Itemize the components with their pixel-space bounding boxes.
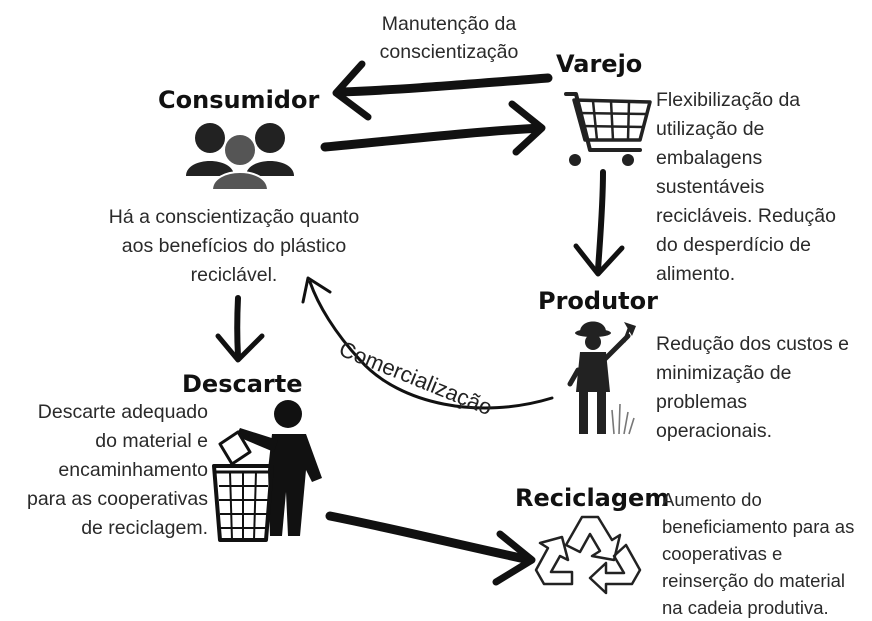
description-line: do desperdício de xyxy=(656,234,812,256)
arrow-varejo-to-produtor xyxy=(573,169,625,277)
description-line: problemas xyxy=(656,391,748,413)
description-line: Descarte adequado xyxy=(37,401,208,423)
arrow-consumidor-to-varejo xyxy=(320,100,546,156)
description-line: reinserção do material xyxy=(662,570,846,591)
descarte-description: Descarte adequado do material e encaminh… xyxy=(4,398,208,543)
consumidor-description: Há a conscientização quanto aos benefíci… xyxy=(84,203,384,290)
description-line: na cadeia produtiva. xyxy=(662,597,829,618)
description-line: sustentáveis xyxy=(656,176,765,198)
descarte-title: Descarte xyxy=(182,370,303,398)
edge-label-line: conscientização xyxy=(379,41,519,63)
people-icon xyxy=(186,123,294,191)
description-line: beneficiamento para as xyxy=(662,516,855,537)
farmer-icon xyxy=(567,321,636,435)
description-line: do material e xyxy=(95,430,208,452)
description-line: Flexibilização da xyxy=(656,89,801,111)
description-line: encaminhamento xyxy=(58,459,208,481)
arrow-descarte-to-reciclagem xyxy=(325,511,536,586)
description-line: de reciclagem. xyxy=(81,517,208,539)
description-line: minimização de xyxy=(656,362,792,384)
description-line: aos benefícios do plástico xyxy=(121,235,347,257)
description-line: para as cooperativas xyxy=(26,488,208,510)
recycle-icon xyxy=(534,515,642,595)
description-line: Redução dos custos e xyxy=(656,333,849,355)
description-line: Há a conscientização quanto xyxy=(108,206,360,228)
reciclagem-description: Aumento do beneficiamento para as cooper… xyxy=(662,486,854,621)
description-line: alimento. xyxy=(656,263,736,285)
edge-label-line: Manutenção da xyxy=(381,13,517,35)
produtor-title: Produtor xyxy=(538,287,658,315)
trash-bin-icon xyxy=(212,400,322,542)
shopping-cart-icon xyxy=(564,92,652,166)
description-line: Aumento do xyxy=(662,489,762,510)
edge-label-manutencao: Manutenção da conscientização xyxy=(362,10,536,66)
description-line: operacionais. xyxy=(656,420,772,442)
varejo-title: Varejo xyxy=(556,50,643,78)
arrow-produtor-to-consumidor xyxy=(301,276,554,410)
arrow-varejo-to-consumidor xyxy=(332,60,553,121)
description-line: reciclável. xyxy=(190,264,278,286)
arrow-consumidor-to-descarte xyxy=(215,295,265,363)
varejo-description: Flexibilização da utilização de embalage… xyxy=(656,86,836,289)
description-line: recicláveis. Redução xyxy=(656,205,836,227)
consumidor-title: Consumidor xyxy=(158,86,320,114)
description-line: cooperativas e xyxy=(662,543,783,564)
description-line: embalagens xyxy=(656,147,763,169)
description-line: utilização de xyxy=(656,118,765,140)
produtor-description: Redução dos custos e minimização de prob… xyxy=(656,330,849,446)
reciclagem-title: Reciclagem xyxy=(515,484,670,512)
